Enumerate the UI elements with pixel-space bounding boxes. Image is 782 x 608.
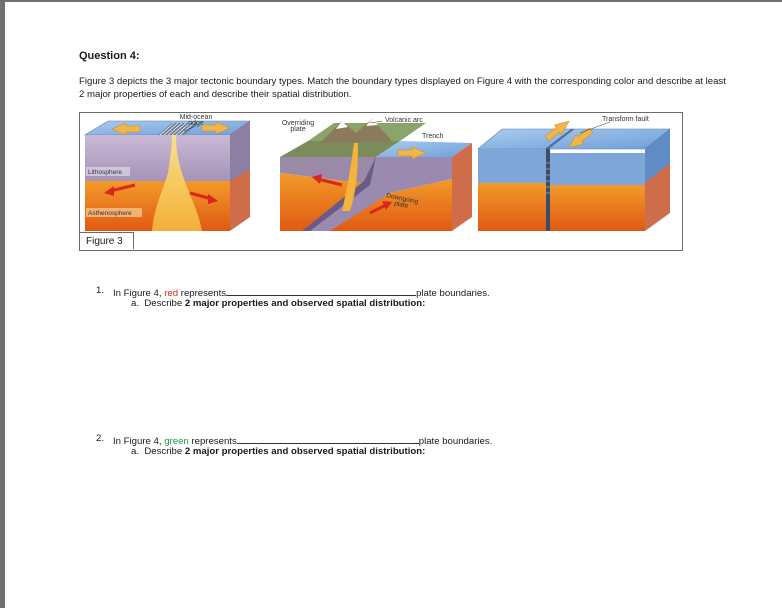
item-2-number: 2. bbox=[96, 433, 105, 444]
item-1-middle: represents bbox=[178, 288, 227, 299]
question-title: Question 4: bbox=[79, 50, 140, 62]
label-trench: Trench bbox=[422, 133, 444, 140]
question-item-1: 1. bbox=[96, 285, 104, 296]
item-2-middle: represents bbox=[188, 436, 237, 447]
label-asthenosphere: Asthenosphere bbox=[88, 210, 132, 217]
item-2-prefix: In Figure 4, bbox=[113, 436, 165, 447]
item-2-sub-prefix: Describe bbox=[144, 446, 185, 457]
question-description: Figure 3 depicts the 3 major tectonic bo… bbox=[79, 76, 726, 100]
item-1-answer-blank[interactable] bbox=[226, 285, 417, 296]
item-1-sub-a: a. Describe 2 major properties and obser… bbox=[131, 298, 425, 309]
item-1-text: In Figure 4, red represents plate boundar… bbox=[113, 285, 490, 299]
label-transform-fault: Transform fault bbox=[602, 116, 649, 123]
label-ridge: ridge bbox=[188, 120, 204, 127]
item-1-sub-letter: a. bbox=[131, 298, 140, 309]
convergent-block: Overriding plate Volcanic arc Trench Dow… bbox=[280, 117, 472, 231]
item-2-sub-letter: a. bbox=[131, 446, 140, 457]
question-item-2: 2. bbox=[96, 433, 104, 444]
label-overriding-plate: plate bbox=[290, 126, 305, 133]
item-1-prefix: In Figure 4, bbox=[113, 288, 165, 299]
item-1-sub-bold: 2 major properties and observed spatial … bbox=[184, 298, 426, 309]
tectonic-boundaries-illustration: Mid-ocean ridge Lithosphere Asthenospher… bbox=[83, 114, 671, 231]
figure-caption: Figure 3 bbox=[80, 232, 134, 249]
item-1-color-word: red bbox=[164, 288, 179, 299]
item-1-number: 1. bbox=[96, 285, 105, 296]
label-mid-ocean: Mid-ocean bbox=[180, 114, 213, 121]
label-volcanic-arc: Volcanic arc bbox=[385, 117, 423, 124]
item-2-answer-blank[interactable] bbox=[236, 433, 419, 444]
item-1-sub-prefix: Describe bbox=[144, 298, 185, 309]
item-2-sub-a: a. Describe 2 major properties and obser… bbox=[131, 446, 425, 457]
item-2-color-word: green bbox=[164, 436, 189, 447]
item-2-text: In Figure 4, green represents plate bound… bbox=[113, 433, 492, 447]
label-downgoing-plate: plate bbox=[394, 200, 410, 210]
item-2-suffix: plate boundaries. bbox=[418, 436, 493, 447]
label-lithosphere: Lithosphere bbox=[88, 169, 122, 176]
item-2-sub-bold: 2 major properties and observed spatial … bbox=[184, 446, 426, 457]
window-top-edge bbox=[0, 0, 782, 2]
label-overriding: Overriding bbox=[282, 120, 314, 127]
window-left-edge bbox=[0, 0, 5, 608]
figure-3: Mid-ocean ridge Lithosphere Asthenospher… bbox=[79, 112, 683, 251]
item-1-suffix: plate boundaries. bbox=[416, 288, 490, 299]
divergent-block: Mid-ocean ridge Lithosphere Asthenospher… bbox=[83, 114, 251, 231]
transform-block: Transform fault bbox=[477, 116, 671, 231]
